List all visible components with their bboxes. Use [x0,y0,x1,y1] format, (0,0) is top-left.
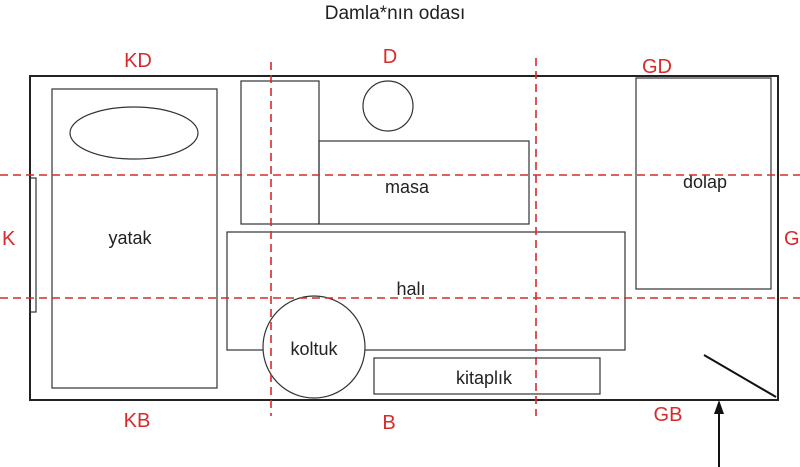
direction-label-west: K [2,228,16,250]
desk [318,140,530,225]
direction-label-southwest: KB [124,410,151,432]
rug [226,231,626,351]
direction-label-north: D [383,46,397,68]
bed-pillow [69,106,199,160]
chair-stool [362,80,414,132]
desk-label: masa [385,177,430,197]
direction-label-southeast: GB [654,404,683,426]
desk-side-unit [240,80,320,225]
door-leaf [703,354,777,398]
direction-label-northwest: KD [124,50,152,72]
west-window [29,177,37,313]
direction-label-south: B [382,412,395,434]
bed [51,88,218,389]
bed-label: yatak [108,228,152,248]
wardrobe [635,77,772,290]
armchair-label: koltuk [290,339,338,359]
rug-label: halı [396,279,425,299]
wardrobe-label: dolap [683,172,727,192]
direction-label-east: G [784,228,800,250]
entry-arrow-head [714,400,724,414]
diagram-title: Damla*nın odası [325,3,465,24]
bookcase [373,357,601,395]
direction-label-northeast: GD [642,56,672,78]
armchair [262,295,366,399]
bookcase-label: kitaplık [456,368,513,388]
